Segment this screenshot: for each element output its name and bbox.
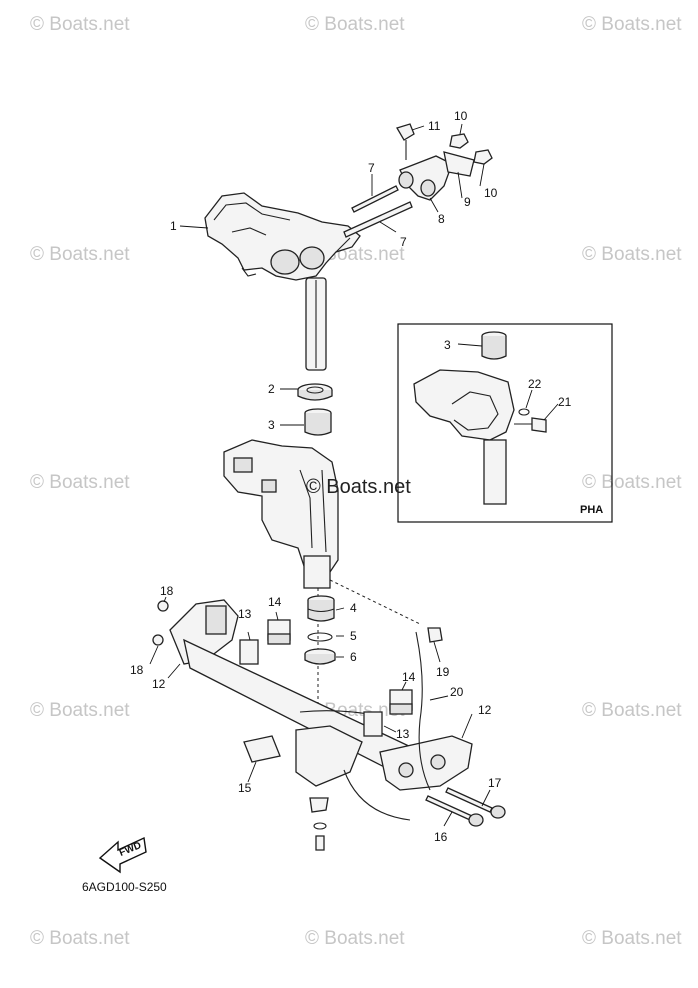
callout-18: 18: [130, 663, 144, 677]
callout-7: 7: [368, 161, 375, 175]
inset-bracket: [413, 369, 515, 505]
clamp-bracket: [169, 599, 473, 821]
callout-6: 6: [350, 650, 357, 664]
callout-11: 11: [428, 119, 441, 133]
watermark: © Boats.net: [582, 14, 682, 35]
callout-3: 3: [444, 338, 451, 352]
watermark: © Boats.net: [582, 700, 682, 721]
inset-frame: [397, 323, 613, 523]
steering-bracket-part: [204, 192, 361, 281]
damper-part: [363, 711, 383, 737]
watermark: © Boats.net: [30, 472, 130, 493]
upper-bushing-part: [304, 408, 332, 436]
bolt-part: [425, 795, 484, 827]
watermark: © Boats.net: [30, 244, 130, 265]
callout-5: 5: [350, 629, 357, 643]
callout-20: 20: [450, 685, 464, 699]
clip-part: [309, 797, 329, 813]
callout-19: 19: [436, 665, 450, 679]
thrust-washer-part: [304, 648, 336, 665]
watermark: © Boats.net: [30, 928, 130, 949]
callout-18: 18: [160, 584, 174, 598]
watermark: © Boats.net: [582, 472, 682, 493]
callout-1: 1: [170, 219, 177, 233]
callout-12: 12: [478, 703, 492, 717]
callout-10: 10: [484, 186, 498, 200]
callout-2: 2: [268, 382, 275, 396]
watermark: © Boats.net: [582, 244, 682, 265]
bolt-part: [396, 123, 415, 160]
tiller-bracket-part: [398, 155, 453, 201]
callout-14: 14: [268, 595, 282, 609]
spacer-part: [267, 619, 291, 645]
screw-part: [315, 835, 325, 851]
callout-4: 4: [350, 601, 357, 615]
bolt-part: [445, 787, 506, 819]
spacer-part: [389, 689, 413, 715]
callout-12: 12: [152, 677, 166, 691]
callout-21: 21: [558, 395, 572, 409]
swivel-bracket: [223, 439, 339, 589]
damper-part: [239, 639, 259, 665]
callout-9: 9: [464, 195, 471, 209]
fwd-arrow-icon: [98, 836, 147, 874]
ground-lead-part: [415, 631, 431, 791]
inset-bushing-part: [481, 331, 507, 360]
plate-part: [243, 735, 281, 763]
callout-15: 15: [238, 781, 252, 795]
callout-14: 14: [402, 670, 416, 684]
callout-17: 17: [488, 776, 502, 790]
inset-bolt-part: [514, 417, 547, 433]
inset-washer-part: [518, 408, 530, 416]
steering-shaft: [305, 277, 327, 371]
callout-10: 10: [454, 109, 468, 123]
inset-label: PHA: [580, 504, 604, 516]
callout-8: 8: [438, 212, 445, 226]
grease-nipple-part: [152, 634, 164, 646]
swivel-bushing-part: [307, 595, 335, 622]
center-watermark: © Boats.net: [306, 476, 411, 498]
watermark: © Boats.net: [305, 928, 405, 949]
leader-lines: [149, 123, 559, 827]
callout-16: 16: [434, 830, 448, 844]
plate-part: [443, 151, 475, 177]
watermark: © Boats.net: [582, 928, 682, 949]
callout-22: 22: [528, 377, 542, 391]
callout-13: 13: [396, 727, 410, 741]
o-ring-part: [307, 632, 333, 642]
diagram-code: 6AGD100-S250: [82, 880, 167, 894]
callout-7: 7: [400, 235, 407, 249]
nut-part: [449, 133, 493, 165]
stud-bolt-part: [343, 185, 413, 238]
washer-part: [313, 822, 327, 830]
grease-nipple-part: [157, 600, 169, 612]
callout-3: 3: [268, 418, 275, 432]
clip-part: [427, 627, 443, 643]
bushing-part: [297, 383, 333, 401]
guide-line: [329, 579, 421, 625]
watermark: © Boats.net: [305, 14, 405, 35]
callout-13: 13: [238, 607, 252, 621]
watermark: © Boats.net: [30, 700, 130, 721]
watermark: © Boats.net: [30, 14, 130, 35]
